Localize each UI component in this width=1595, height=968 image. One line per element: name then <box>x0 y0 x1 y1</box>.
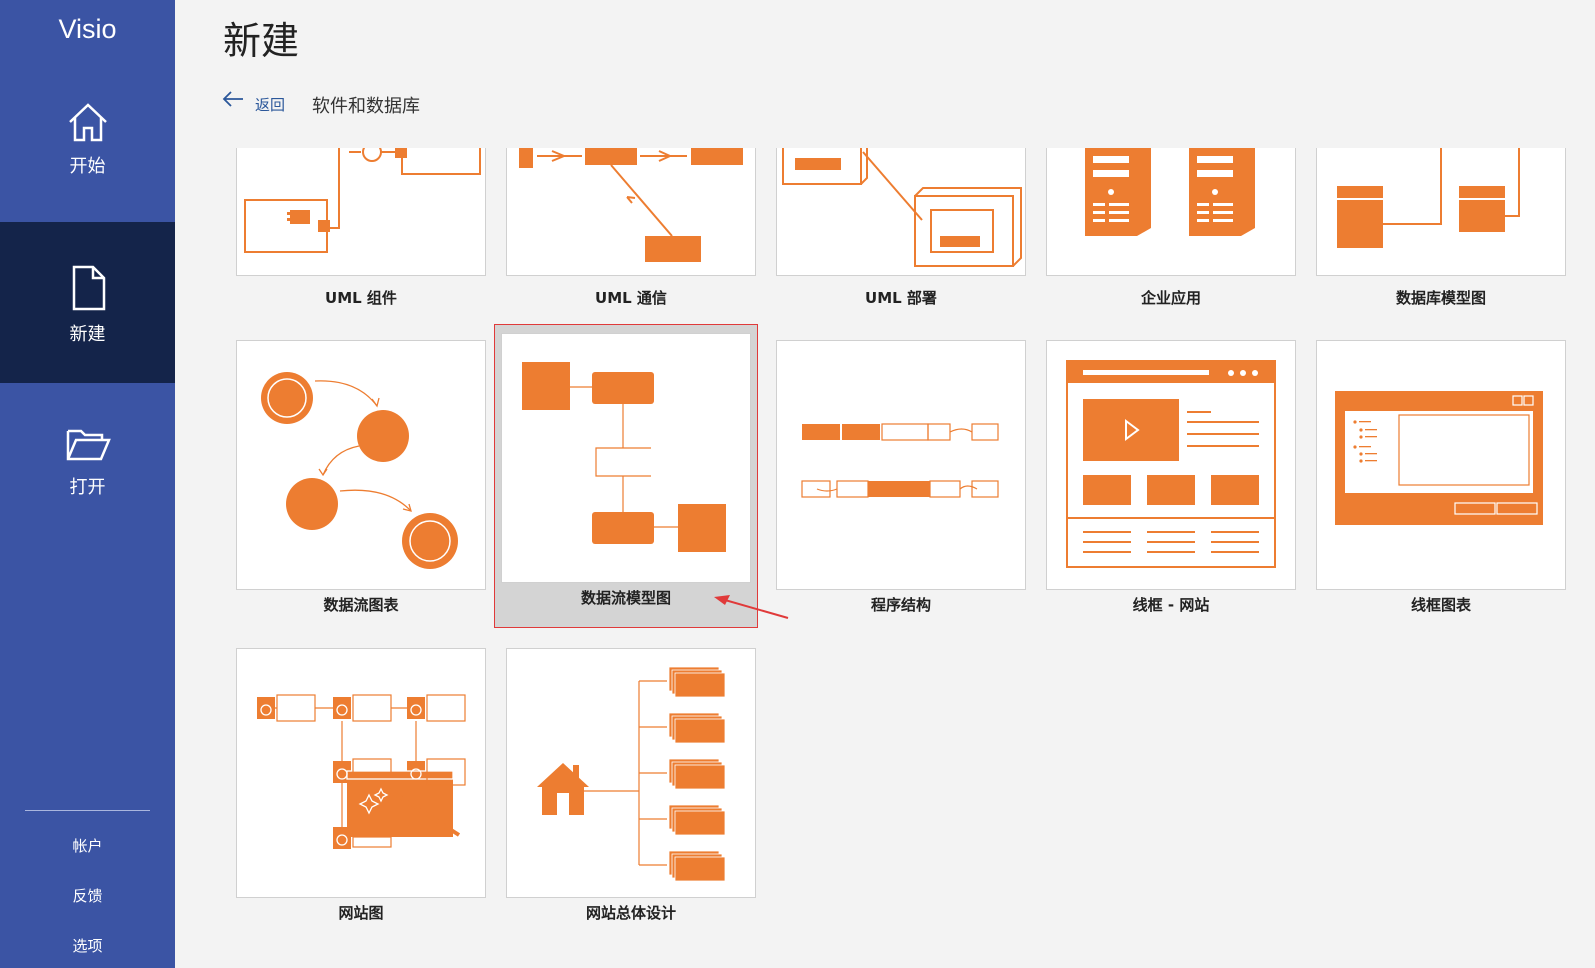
template-data-flow-chart[interactable]: 数据流图表 <box>230 332 506 632</box>
template-program-structure[interactable]: 程序结构 <box>770 332 1046 632</box>
template-label: 网站图 <box>338 904 384 922</box>
sidebar: Visio 开始 新建 打开 帐户 反馈 选项 <box>0 0 175 968</box>
home-icon <box>68 103 107 142</box>
program-structure-preview <box>801 423 999 498</box>
template-label: 程序结构 <box>870 596 931 614</box>
uml-communication-preview <box>519 148 743 262</box>
uml-component-preview <box>244 148 481 253</box>
nav-options[interactable]: 选项 <box>72 937 103 955</box>
nav-account[interactable]: 帐户 <box>72 837 103 855</box>
wireframe-chart-preview <box>1335 391 1543 525</box>
folder-open-icon <box>66 429 111 461</box>
nav-home[interactable]: 开始 <box>0 100 175 210</box>
thumbnail <box>1046 148 1296 276</box>
thumbnail <box>236 340 486 590</box>
breadcrumb: 软件和数据库 <box>312 96 420 117</box>
wireframe-website-preview <box>1066 360 1276 568</box>
template-label: UML 组件 <box>325 289 397 307</box>
uml-deployment-preview <box>782 148 1022 267</box>
template-label: 线框 - 网站 <box>1132 596 1210 614</box>
main-content: 新建 返回 软件和数据库 <box>175 0 1595 968</box>
template-label: 数据库模型图 <box>1395 289 1486 307</box>
thumbnail <box>1316 148 1566 276</box>
page-title: 新建 <box>223 19 300 63</box>
template-data-flow-model[interactable]: 数据流模型图 <box>494 324 758 628</box>
website-overall-preview <box>537 666 726 882</box>
template-label: 数据流图表 <box>323 596 399 614</box>
thumbnail <box>501 333 751 583</box>
back-arrow-icon[interactable] <box>222 91 244 107</box>
template-website-overall[interactable]: 网站总体设计 <box>500 640 776 940</box>
template-enterprise-app[interactable]: 企业应用 <box>1040 140 1316 320</box>
annotation-arrow <box>714 595 789 619</box>
thumbnail <box>776 148 1026 276</box>
thumbnail <box>1046 340 1296 590</box>
thumbnail <box>506 148 756 276</box>
app-name: Visio <box>58 14 117 44</box>
template-label: 线框图表 <box>1410 596 1471 614</box>
template-uml-component[interactable]: UML 组件 <box>230 140 506 320</box>
template-wireframe-website[interactable]: 线框 - 网站 <box>1040 332 1316 632</box>
template-label: UML 部署 <box>865 289 937 307</box>
database-model-preview <box>1337 148 1520 248</box>
nav-home-label: 开始 <box>69 156 106 177</box>
back-link[interactable]: 返回 <box>255 96 286 114</box>
scrollbar[interactable] <box>1589 0 1595 968</box>
template-wireframe-chart[interactable]: 线框图表 <box>1310 332 1586 632</box>
enterprise-app-preview <box>1085 148 1255 236</box>
thumbnail <box>776 340 1026 590</box>
template-uml-deployment[interactable]: UML 部署 <box>770 140 1046 320</box>
thumbnail <box>236 148 486 276</box>
nav-open-label: 打开 <box>69 477 106 498</box>
thumbnail <box>1316 340 1566 590</box>
nav-feedback[interactable]: 反馈 <box>72 887 103 905</box>
template-label: 网站总体设计 <box>585 904 676 922</box>
data-flow-model-preview <box>522 362 726 552</box>
thumbnail <box>506 648 756 898</box>
nav-open[interactable]: 打开 <box>0 425 175 505</box>
template-label: 企业应用 <box>1140 289 1201 307</box>
sidebar-divider <box>25 810 150 811</box>
template-uml-communication[interactable]: UML 通信 <box>500 140 776 320</box>
template-label: 数据流模型图 <box>580 589 671 607</box>
template-database-model[interactable]: 数据库模型图 <box>1310 140 1586 320</box>
template-site-map[interactable]: 网站图 <box>230 640 506 940</box>
thumbnail <box>236 648 486 898</box>
site-map-preview <box>257 694 466 849</box>
template-label: UML 通信 <box>595 289 667 307</box>
data-flow-chart-preview <box>261 372 458 569</box>
new-document-icon <box>72 265 105 311</box>
nav-new[interactable]: 新建 <box>0 222 175 383</box>
nav-new-label: 新建 <box>69 324 106 345</box>
